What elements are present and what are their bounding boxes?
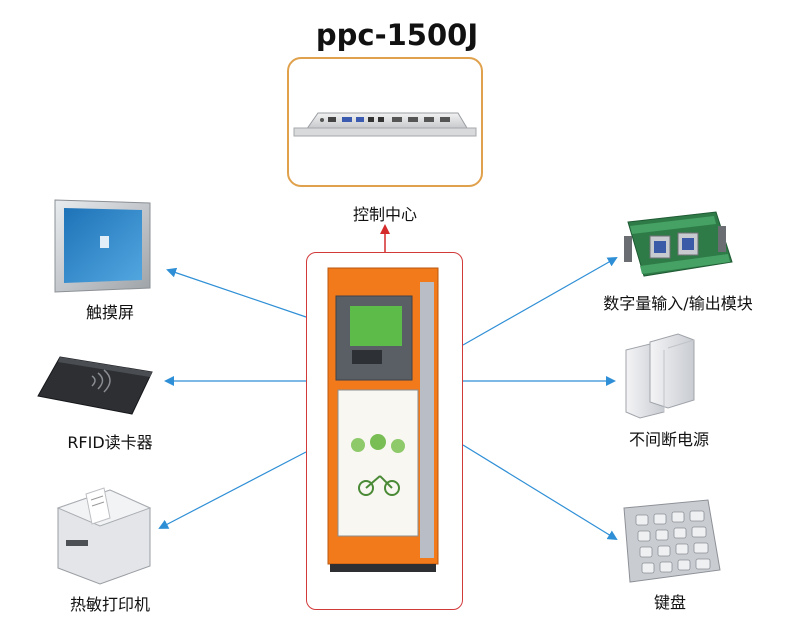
rfid-reader-label: RFID读卡器: [67, 433, 153, 452]
ups-image: [625, 333, 695, 419]
diagram-title: ppc-1500J: [315, 18, 479, 52]
keyboard-image: [623, 499, 721, 583]
control-center-label: 控制中心: [352, 205, 417, 224]
io-module-label: 数字量输入/输出模块: [603, 294, 753, 313]
panel-pc-image: [293, 112, 477, 137]
thermal-printer-label: 热敏打印机: [69, 595, 150, 614]
keyboard-label: 键盘: [653, 593, 686, 612]
rfid-reader-image: [37, 356, 153, 415]
ups-label: 不间断电源: [628, 430, 709, 449]
kiosk-image: [327, 267, 439, 572]
touch-screen-image: [54, 199, 151, 293]
thermal-printer-image: [56, 487, 152, 585]
kiosk-frame: [306, 252, 463, 610]
io-module-image: [624, 211, 733, 277]
touch-screen-label: 触摸屏: [85, 303, 134, 322]
